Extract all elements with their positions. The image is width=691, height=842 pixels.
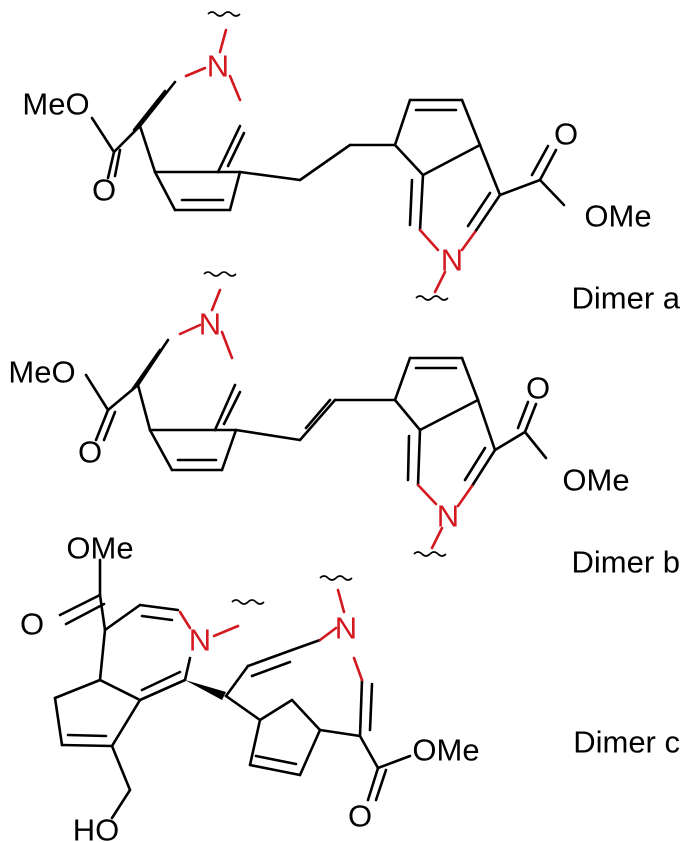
dimer-b-left-methoxy: MeO [8, 355, 75, 390]
dimer-b-left-nitrogen: N [199, 307, 221, 342]
dimer-c-left-wavy-bond-icon [231, 599, 265, 605]
dimer-c-right-methoxy: OMe [412, 733, 479, 768]
dimer-b-structure: N MeO O [8, 271, 630, 557]
dimer-c-left-carbonyl-oxygen: O [20, 607, 44, 642]
dimer-c-left-nitrogen: N [189, 623, 211, 658]
dimer-b-left-carbonyl-oxygen: O [78, 435, 102, 470]
dimer-b-right-nitrogen: N [437, 499, 459, 534]
dimer-a-left-carbonyl-oxygen: O [92, 173, 116, 208]
dimer-a-left-methoxy: MeO [22, 87, 89, 122]
dimer-a-right-methoxy: OMe [584, 199, 651, 234]
dimer-c-right-unit [224, 588, 412, 802]
dimer-a-right-nitrogen: N [441, 243, 463, 278]
dimer-b-left-unit [84, 288, 242, 472]
dimer-a-structure: N MeO O N [22, 11, 652, 301]
dimer-c-right-nitrogen: N [335, 611, 357, 646]
dimer-c-right-carbonyl-oxygen: O [348, 799, 372, 834]
dimer-c-hydroxyl: HO [73, 813, 120, 842]
dimer-a-left-wavy-bond-icon [207, 11, 241, 17]
dimer-b-right-methoxy: OMe [562, 463, 629, 498]
dimer-a-right-wavy-bond-icon [415, 295, 449, 301]
dimer-b-right-unit [393, 356, 548, 550]
dimer-c-structure: OMe O N HO [20, 531, 480, 842]
dimer-c-left-unit [53, 558, 240, 820]
dimer-a-left-nitrogen: N [207, 49, 229, 84]
dimer-a-label: Dimer a [571, 281, 680, 316]
dimer-b-label: Dimer b [571, 545, 680, 580]
dimer-c-left-methoxy: OMe [66, 531, 133, 566]
dimer-b-right-carbonyl-oxygen: O [526, 371, 550, 406]
dimer-a-right-carbonyl-oxygen: O [554, 117, 578, 152]
dimer-c-label: Dimer c [573, 725, 680, 760]
dimer-b-left-wavy-bond-icon [203, 271, 237, 277]
dimer-a-right-unit [393, 98, 566, 294]
dimer-c-right-wavy-bond-icon [319, 575, 353, 581]
dimer-a-left-unit [90, 28, 302, 212]
dimer-b-right-wavy-bond-icon [413, 551, 447, 557]
